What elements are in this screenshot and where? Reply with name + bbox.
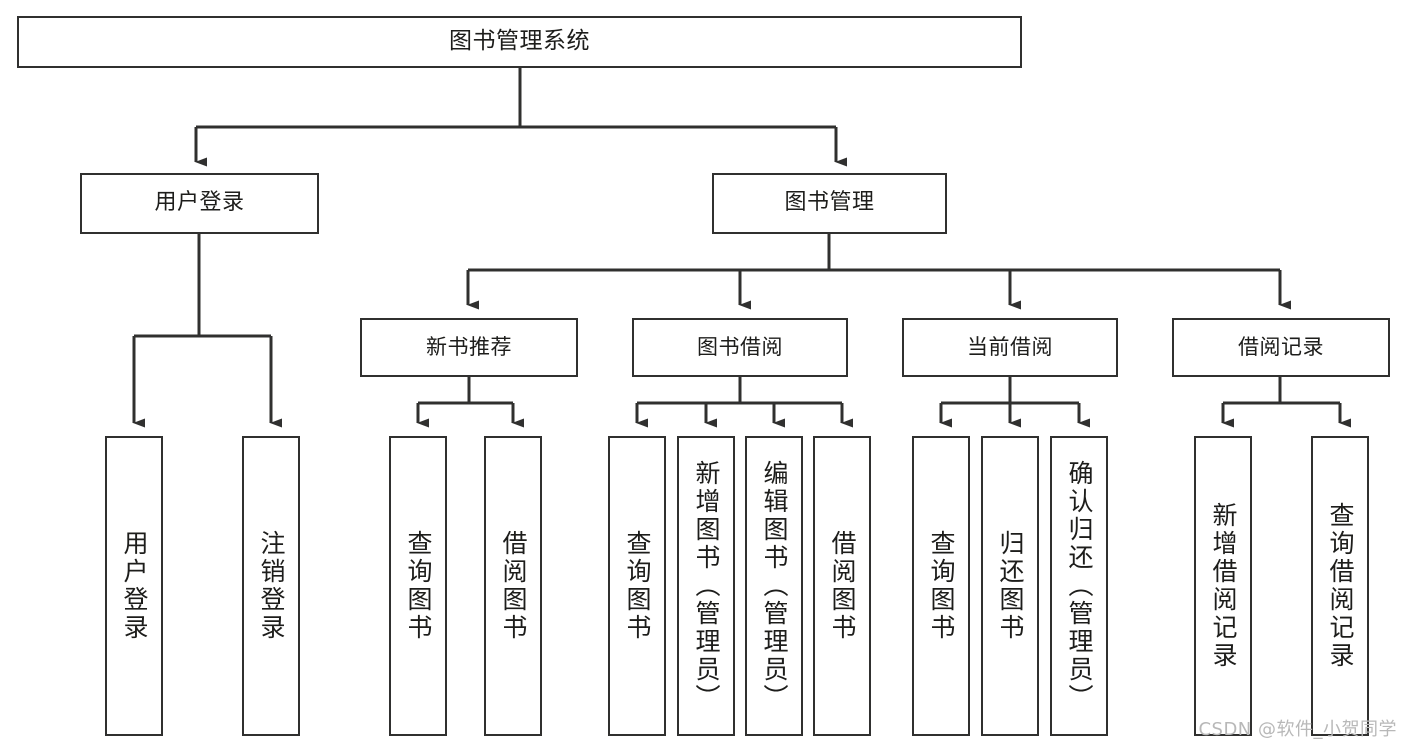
node-user-login[interactable]: 用户登录 (80, 173, 319, 234)
node-label: 编辑图书（管理员） (760, 460, 789, 712)
node-book-borrow[interactable]: 图书借阅 (632, 318, 848, 377)
leaf-borrow-book[interactable]: 借阅图书 (813, 436, 871, 736)
node-label: 注销登录 (257, 530, 286, 642)
leaf-query-book-current[interactable]: 查询图书 (912, 436, 970, 736)
node-label: 用户登录 (154, 190, 245, 216)
node-root-system[interactable]: 图书管理系统 (17, 16, 1022, 68)
node-label: 用户登录 (120, 530, 149, 642)
node-label: 新增借阅记录 (1209, 502, 1238, 670)
leaf-add-book-admin[interactable]: 新增图书（管理员） (677, 436, 735, 736)
node-label: 借阅记录 (1238, 334, 1324, 359)
leaf-query-book-borrow[interactable]: 查询图书 (608, 436, 666, 736)
node-label: 新书推荐 (426, 334, 512, 359)
leaf-add-borrow-record[interactable]: 新增借阅记录 (1194, 436, 1252, 736)
node-label: 查询图书 (404, 530, 433, 642)
node-label: 借阅图书 (499, 530, 528, 642)
leaf-return-book[interactable]: 归还图书 (981, 436, 1039, 736)
leaf-query-book-recommend[interactable]: 查询图书 (389, 436, 447, 736)
node-new-book-recommend[interactable]: 新书推荐 (360, 318, 578, 377)
node-label: 图书借阅 (697, 334, 783, 359)
leaf-logout[interactable]: 注销登录 (242, 436, 300, 736)
leaf-borrow-book-recommend[interactable]: 借阅图书 (484, 436, 542, 736)
node-label: 查询图书 (623, 530, 652, 642)
node-label: 借阅图书 (828, 530, 857, 642)
node-label: 新增图书（管理员） (692, 460, 721, 712)
leaf-edit-book-admin[interactable]: 编辑图书（管理员） (745, 436, 803, 736)
node-label: 归还图书 (996, 530, 1025, 642)
node-label: 当前借阅 (967, 334, 1053, 359)
leaf-user-login[interactable]: 用户登录 (105, 436, 163, 736)
node-borrow-record[interactable]: 借阅记录 (1172, 318, 1390, 377)
node-book-management[interactable]: 图书管理 (712, 173, 947, 234)
node-current-borrow[interactable]: 当前借阅 (902, 318, 1118, 377)
node-label: 确认归还（管理员） (1065, 460, 1094, 712)
leaf-query-borrow-record[interactable]: 查询借阅记录 (1311, 436, 1369, 736)
node-label: 查询图书 (927, 530, 956, 642)
node-label: 图书管理 (784, 190, 875, 216)
node-label: 查询借阅记录 (1326, 502, 1355, 670)
leaf-confirm-return-admin[interactable]: 确认归还（管理员） (1050, 436, 1108, 736)
node-label: 图书管理系统 (449, 28, 590, 55)
